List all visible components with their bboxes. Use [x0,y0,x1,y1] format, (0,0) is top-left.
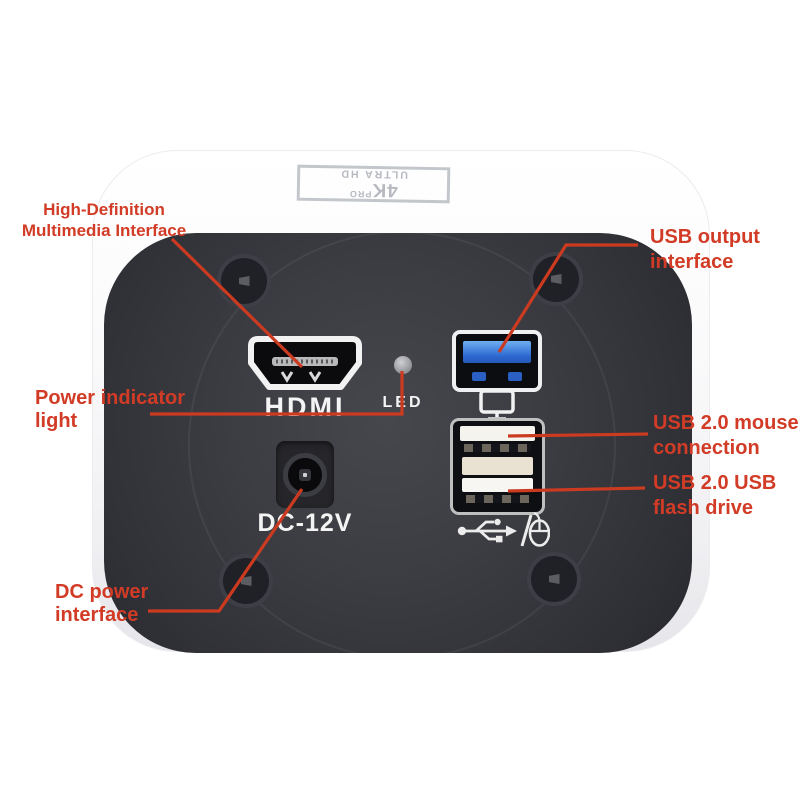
callout-dc-power-line1: DC power [55,581,149,603]
monitor-icon [479,389,515,421]
hdmi-port-icon [248,336,362,390]
usb2-contacts [466,495,529,503]
usb3-contact [472,372,486,381]
callout-usb-flash-line1: USB 2.0 USB [653,472,777,494]
screw-pin [550,274,562,284]
logo-4k: 4KPRO [348,179,398,201]
callout-dc-power: DC power interface [55,581,148,627]
callout-usb-flash-line2: flash drive [653,497,754,519]
usb2-tongue-top [460,426,535,441]
callout-usb-output-line2: interface [650,251,734,273]
dc-jack-barrel [283,453,327,497]
logo-pro: PRO [348,189,372,200]
callout-usb-flash: USB 2.0 USB flash drive [653,471,776,521]
logo-ultra-hd: ULTRA HD [339,167,409,181]
usb2-tongue-bottom [462,478,533,492]
usb3-contact [508,372,522,381]
callout-dc-power-line2: interface [55,604,139,626]
screw-pin [548,574,560,584]
usb3-port-icon [452,330,542,392]
panel-circle-seam [188,233,616,653]
slash-divider [520,514,533,547]
callout-hdmi: High-Definition Multimedia Interface [18,199,190,241]
screw-pin [240,576,252,586]
dc-jack-icon [276,441,334,508]
callout-usb-mouse-line2: connection [653,437,760,459]
usb3-blue-tongue [463,341,531,363]
usb-trident-icon [457,518,517,543]
usb2-contacts [464,444,531,452]
screw-icon [217,254,271,308]
logo-plate: 4KPRO ULTRA HD [296,164,451,204]
screw-icon [527,552,581,606]
led-label: LED [382,394,424,411]
screw-icon [529,252,583,306]
callout-usb-output-line1: USB output [650,226,760,248]
callout-power-led-line1: Power indicator [35,387,186,409]
callout-power-led-line2: light [35,410,78,432]
usb2-dual-port-icon [450,418,545,515]
callout-usb-output: USB output interface [650,225,760,275]
callout-power-led: Power indicator light [35,387,185,433]
usb2-divider [462,457,533,475]
callout-hdmi-line2: Multimedia Interface [21,221,187,240]
screw-pin [238,276,250,286]
callout-usb-mouse: USB 2.0 mouse connection [653,411,799,461]
led-indicator-dot [394,356,412,374]
back-panel: HDMI LED [104,233,692,653]
screw-icon [219,554,273,608]
dc-jack-pin [299,469,311,481]
dc-jack-pin-mark [303,473,307,477]
callout-usb-mouse-line1: USB 2.0 mouse [653,412,799,434]
mouse-icon [528,511,550,547]
callout-hdmi-line1: High-Definition [43,200,165,219]
dc-port-label: DC-12V [257,509,353,537]
usb-trident-and-mouse-icons [457,511,550,547]
